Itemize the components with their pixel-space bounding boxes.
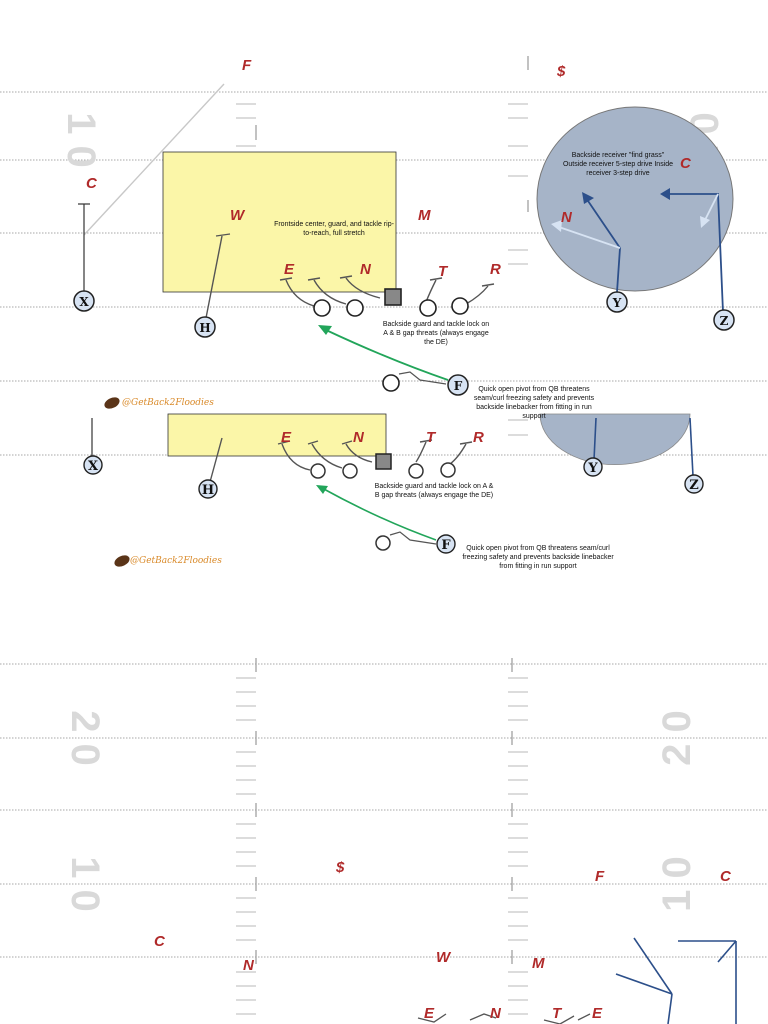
d2-motion-line xyxy=(321,487,437,541)
d3-blocks xyxy=(417,1013,591,1024)
d1-x-label: X xyxy=(79,295,89,309)
d1-y-route-arrow xyxy=(582,192,594,204)
d1-f-label: F xyxy=(454,379,463,393)
d2-lineman xyxy=(408,463,424,479)
d1-motion-arrow xyxy=(318,325,332,335)
d1-lineman xyxy=(451,297,469,315)
d1-lineman xyxy=(419,299,437,317)
d1-qb-pivot xyxy=(398,371,447,385)
d3-def-end-right: E xyxy=(592,1005,603,1022)
d1-def-nose: N xyxy=(360,261,372,278)
d1-def-end: E xyxy=(284,261,295,278)
d1-y-drive-arrow xyxy=(551,220,562,232)
d2-def-nose: N xyxy=(353,429,365,446)
d1-motion-line xyxy=(325,329,449,381)
d1-def-nickel: N xyxy=(561,209,573,226)
d1-receiver-routes xyxy=(555,193,724,313)
d1-skill xyxy=(73,290,735,396)
d3-def-free-safety: F xyxy=(595,868,605,885)
d1-blocks xyxy=(279,275,495,307)
d2-oline xyxy=(310,453,456,551)
yard-ticks xyxy=(255,56,529,964)
d2-center xyxy=(375,453,392,470)
d1-note-backside-receiver: Backside receiver "find grass" Outside r… xyxy=(562,152,674,177)
d1-z-route-arrow xyxy=(660,188,670,200)
d1-def-corner-left: C xyxy=(86,175,98,192)
d1-def-corner-right: C xyxy=(680,155,692,172)
d2-y-label: Y xyxy=(587,461,598,476)
d1-lineman xyxy=(313,299,331,317)
d1-note-frontside: Frontside center, guard, and tackle rip-… xyxy=(274,221,394,237)
d2-x-label: X xyxy=(88,459,99,474)
d1-z-drive-arrow xyxy=(700,216,710,228)
d2-f-label: F xyxy=(441,538,451,553)
yard-number-20-right: 2 0 xyxy=(655,710,699,766)
d2-z-label: Z xyxy=(689,478,699,493)
d1-def-will: W xyxy=(230,207,246,224)
d2-note-quick-pivot: Quick open pivot from QB threatens seam/… xyxy=(462,545,614,570)
yard-number-10-right: 1 0 xyxy=(655,856,699,912)
d2-qb xyxy=(375,535,391,551)
d1-blue-zone xyxy=(536,106,734,292)
d2-qb-pivot xyxy=(389,531,437,545)
d3-def-tackle: T xyxy=(552,1005,563,1022)
d1-h-label: H xyxy=(199,321,210,335)
d1-center xyxy=(384,288,402,306)
yard-number-10-left: 1 0 xyxy=(63,856,107,912)
d2-lineman xyxy=(310,463,326,479)
d2-def-tackle: T xyxy=(426,429,437,446)
d3-def-corner-right: C xyxy=(720,868,732,885)
d2-lineman xyxy=(440,462,456,478)
d1-note-backside-guard: Backside guard and tackle lock on A & B … xyxy=(382,321,490,346)
yard-number-top-left: 1 0 xyxy=(59,112,103,168)
d2-h-label: H xyxy=(202,483,214,498)
d1-yellow-zone xyxy=(162,151,397,293)
d2-z-route xyxy=(689,417,694,477)
d3-def-corner-left: C xyxy=(154,933,166,950)
d1-h-route xyxy=(205,235,223,319)
d3-routes xyxy=(615,937,737,1024)
d2-def-rush: R xyxy=(473,429,484,446)
d1-w-bar xyxy=(215,233,231,237)
d1-oline xyxy=(313,288,469,392)
d2-brand: @GetBack2Floodies xyxy=(130,556,222,566)
d1-def-strong-safety: $ xyxy=(556,63,566,80)
d1-note-quick-pivot: Quick open pivot from QB threatens seam/… xyxy=(473,386,595,420)
d3-def-end-left: E xyxy=(424,1005,435,1022)
d2-def-end: E xyxy=(281,429,292,446)
d1-brand: @GetBack2Floodies xyxy=(122,398,214,408)
d1-def-mike: M xyxy=(418,207,431,224)
d2-h-route xyxy=(209,437,223,483)
d1-y-label: Y xyxy=(612,296,622,310)
d3-def-nose: N xyxy=(490,1005,502,1022)
d1-qb xyxy=(382,374,400,392)
d3-def-will: W xyxy=(436,949,452,966)
yard-number-20-left: 2 0 xyxy=(63,710,107,766)
d2-y-route xyxy=(593,417,597,461)
d2-motion-arrow xyxy=(316,485,328,494)
d1-safety-drop xyxy=(83,83,225,236)
d1-def-tackle: T xyxy=(438,263,449,280)
d3-def-nickel: N xyxy=(243,957,255,974)
d1-z-label: Z xyxy=(720,314,729,328)
d1-lineman xyxy=(346,299,364,317)
d3-def-strong-safety: $ xyxy=(335,859,345,876)
d2-skill xyxy=(83,455,704,554)
d1-def-free-safety: F xyxy=(242,57,252,74)
d2-lineman xyxy=(342,463,358,479)
d2-note-backside-guard: Backside guard and tackle lock on A & B … xyxy=(374,483,494,499)
d2-blocks xyxy=(277,439,473,471)
d2-blue-zone xyxy=(539,413,691,466)
d3-def-mike: M xyxy=(532,955,545,972)
d1-def-rush: R xyxy=(490,261,501,278)
